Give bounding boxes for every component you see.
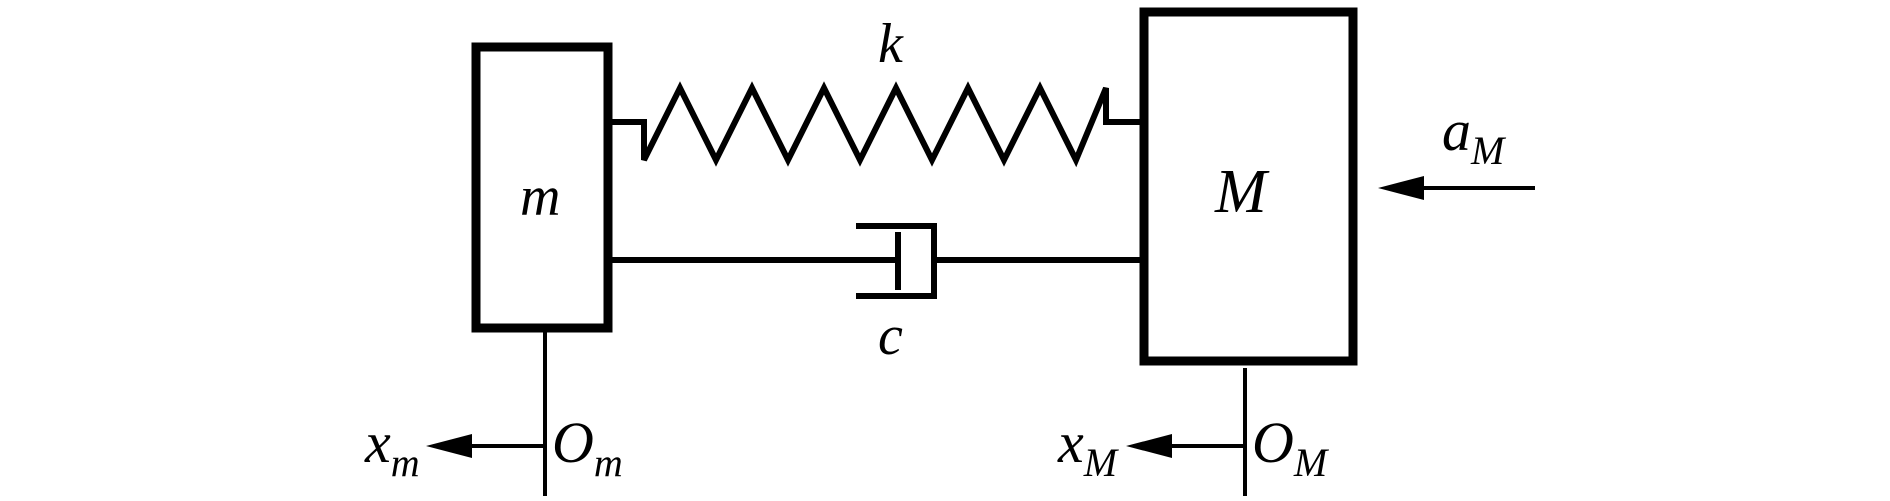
large-mass-reference-axis xyxy=(1126,368,1247,496)
small-mass-label: m xyxy=(520,166,560,228)
oM-label: OM xyxy=(1252,410,1330,485)
small-mass-block xyxy=(471,42,613,333)
large-mass-block xyxy=(1139,7,1358,366)
acceleration-arrow xyxy=(1378,176,1535,200)
xm-label: xm xyxy=(364,410,420,485)
spring xyxy=(612,81,1142,168)
small-mass-reference-axis xyxy=(426,330,547,496)
spring-label: k xyxy=(878,13,904,75)
damper-label: c xyxy=(878,305,903,367)
om-label: Om xyxy=(552,410,623,485)
damper xyxy=(612,223,1142,299)
acceleration-label: aM xyxy=(1442,98,1507,173)
large-mass-label: M xyxy=(1214,158,1270,226)
xM-label: xM xyxy=(1057,410,1120,485)
